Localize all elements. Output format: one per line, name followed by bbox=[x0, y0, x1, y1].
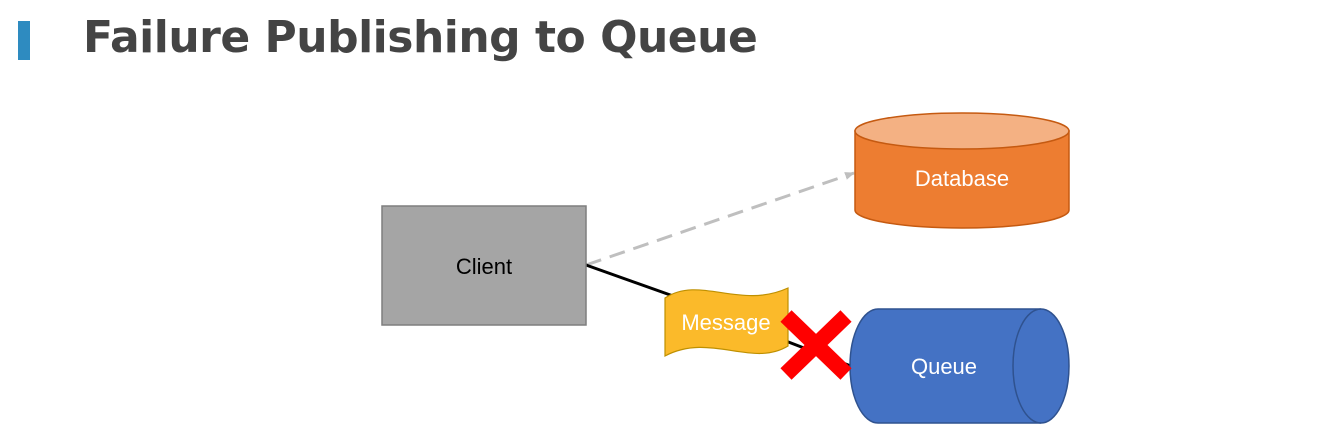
client-node: Client bbox=[381, 205, 587, 326]
queue-end-cap bbox=[1012, 308, 1042, 424]
database-body bbox=[854, 130, 1070, 229]
title-accent-bar bbox=[18, 21, 30, 60]
database-label: Database bbox=[915, 166, 1009, 191]
title-row: Failure Publishing to Queue bbox=[0, 0, 1332, 80]
database-node: Database bbox=[854, 112, 1070, 229]
client-label: Client bbox=[456, 254, 512, 279]
message-banner bbox=[664, 287, 789, 357]
message-label: Message bbox=[681, 310, 770, 335]
client-box bbox=[381, 205, 587, 326]
queue-label: Queue bbox=[911, 354, 977, 379]
queue-node: Queue bbox=[849, 308, 1070, 424]
message-node: Message bbox=[664, 287, 789, 357]
client-to-database-arrow bbox=[585, 171, 855, 267]
red-x-icon bbox=[780, 310, 852, 380]
database-top bbox=[854, 112, 1070, 150]
slide-title: Failure Publishing to Queue bbox=[83, 12, 758, 63]
